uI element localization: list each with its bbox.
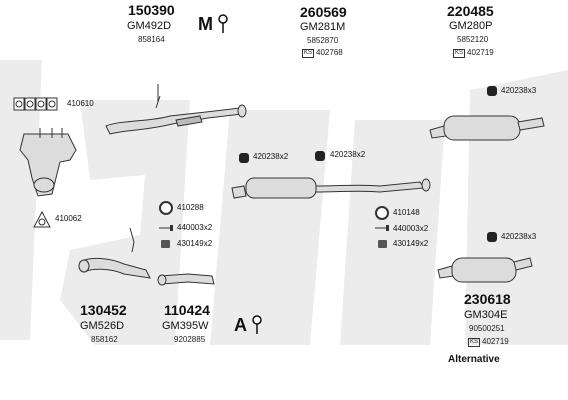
automatic-transmission-badge: A bbox=[234, 315, 272, 335]
part-number: 130452 bbox=[80, 302, 127, 318]
rear-silencer-part[interactable] bbox=[429, 115, 545, 141]
hardware-label: 410062 bbox=[55, 214, 82, 223]
alternative-label: Alternative bbox=[448, 354, 500, 365]
center-silencer-part[interactable] bbox=[231, 177, 431, 199]
ring-gasket-icon[interactable] bbox=[158, 200, 174, 216]
hardware-label: 420238x2 bbox=[330, 150, 366, 159]
gear-shift-icon bbox=[218, 14, 228, 33]
reference-number: 5852120 bbox=[457, 35, 489, 44]
hardware-label: 430149x2 bbox=[393, 239, 429, 248]
reference-number: 90500251 bbox=[469, 324, 505, 333]
oem-code: GM281M bbox=[300, 21, 346, 33]
hardware-label: 420238x3 bbox=[501, 86, 537, 95]
automatic-badge-letter: A bbox=[234, 315, 247, 335]
oem-code: GM304E bbox=[464, 309, 508, 321]
ks-number: 402719 bbox=[467, 48, 494, 57]
front-pipe-upper-part[interactable] bbox=[105, 84, 247, 135]
front-pipe-lower-part[interactable] bbox=[78, 227, 151, 279]
rubber-mount-icon[interactable] bbox=[314, 150, 326, 162]
intermediate-pipe-part[interactable] bbox=[157, 273, 215, 286]
ring-gasket-icon[interactable] bbox=[374, 205, 390, 221]
hardware-label: 410610 bbox=[67, 99, 94, 108]
part-number: 260569 bbox=[300, 4, 347, 20]
hardware-label: 420238x2 bbox=[253, 152, 289, 161]
bolt-icon[interactable] bbox=[374, 224, 390, 232]
reference-number: 858164 bbox=[138, 35, 165, 44]
ks-prefix: KS bbox=[302, 49, 315, 58]
gear-shift-icon bbox=[252, 315, 262, 334]
triangle-gasket-icon[interactable] bbox=[33, 211, 51, 229]
reference-number: 5852870 bbox=[307, 36, 339, 45]
hardware-label: 440003x2 bbox=[177, 223, 213, 232]
ks-number: 402719 bbox=[482, 337, 509, 346]
hardware-label: 420238x3 bbox=[501, 232, 537, 241]
catalytic-converter-part[interactable] bbox=[19, 128, 77, 197]
hardware-label: 440003x2 bbox=[393, 224, 429, 233]
rubber-mount-icon[interactable] bbox=[238, 152, 250, 164]
ks-prefix: KS bbox=[468, 338, 481, 347]
oem-code: GM395W bbox=[162, 320, 209, 332]
rubber-mount-icon[interactable] bbox=[486, 85, 498, 97]
bolt-icon[interactable] bbox=[158, 224, 174, 232]
hardware-label: 410288 bbox=[177, 203, 204, 212]
oem-code: GM526D bbox=[80, 320, 125, 332]
oem-code: GM492D bbox=[127, 20, 172, 32]
nut-icon[interactable] bbox=[376, 239, 390, 249]
part-number: 150390 bbox=[128, 2, 175, 18]
manual-badge-letter: M bbox=[198, 14, 213, 34]
rear-silencer-alternative-part[interactable] bbox=[437, 257, 533, 283]
gasket-set-icon[interactable] bbox=[12, 96, 60, 112]
hardware-label: 410148 bbox=[393, 208, 420, 217]
part-number: 110424 bbox=[164, 302, 210, 318]
reference-number: 9202885 bbox=[174, 335, 206, 344]
nut-icon[interactable] bbox=[159, 239, 173, 249]
oem-code: GM280P bbox=[449, 20, 493, 32]
reference-number: 858162 bbox=[91, 335, 118, 344]
ks-prefix: KS bbox=[453, 49, 466, 58]
hardware-label: 430149x2 bbox=[177, 239, 213, 248]
manual-transmission-badge: M bbox=[198, 14, 236, 34]
part-number: 230618 bbox=[464, 291, 511, 307]
ks-number: 402768 bbox=[316, 48, 343, 57]
part-number: 220485 bbox=[447, 3, 494, 19]
rubber-mount-icon[interactable] bbox=[486, 231, 498, 243]
